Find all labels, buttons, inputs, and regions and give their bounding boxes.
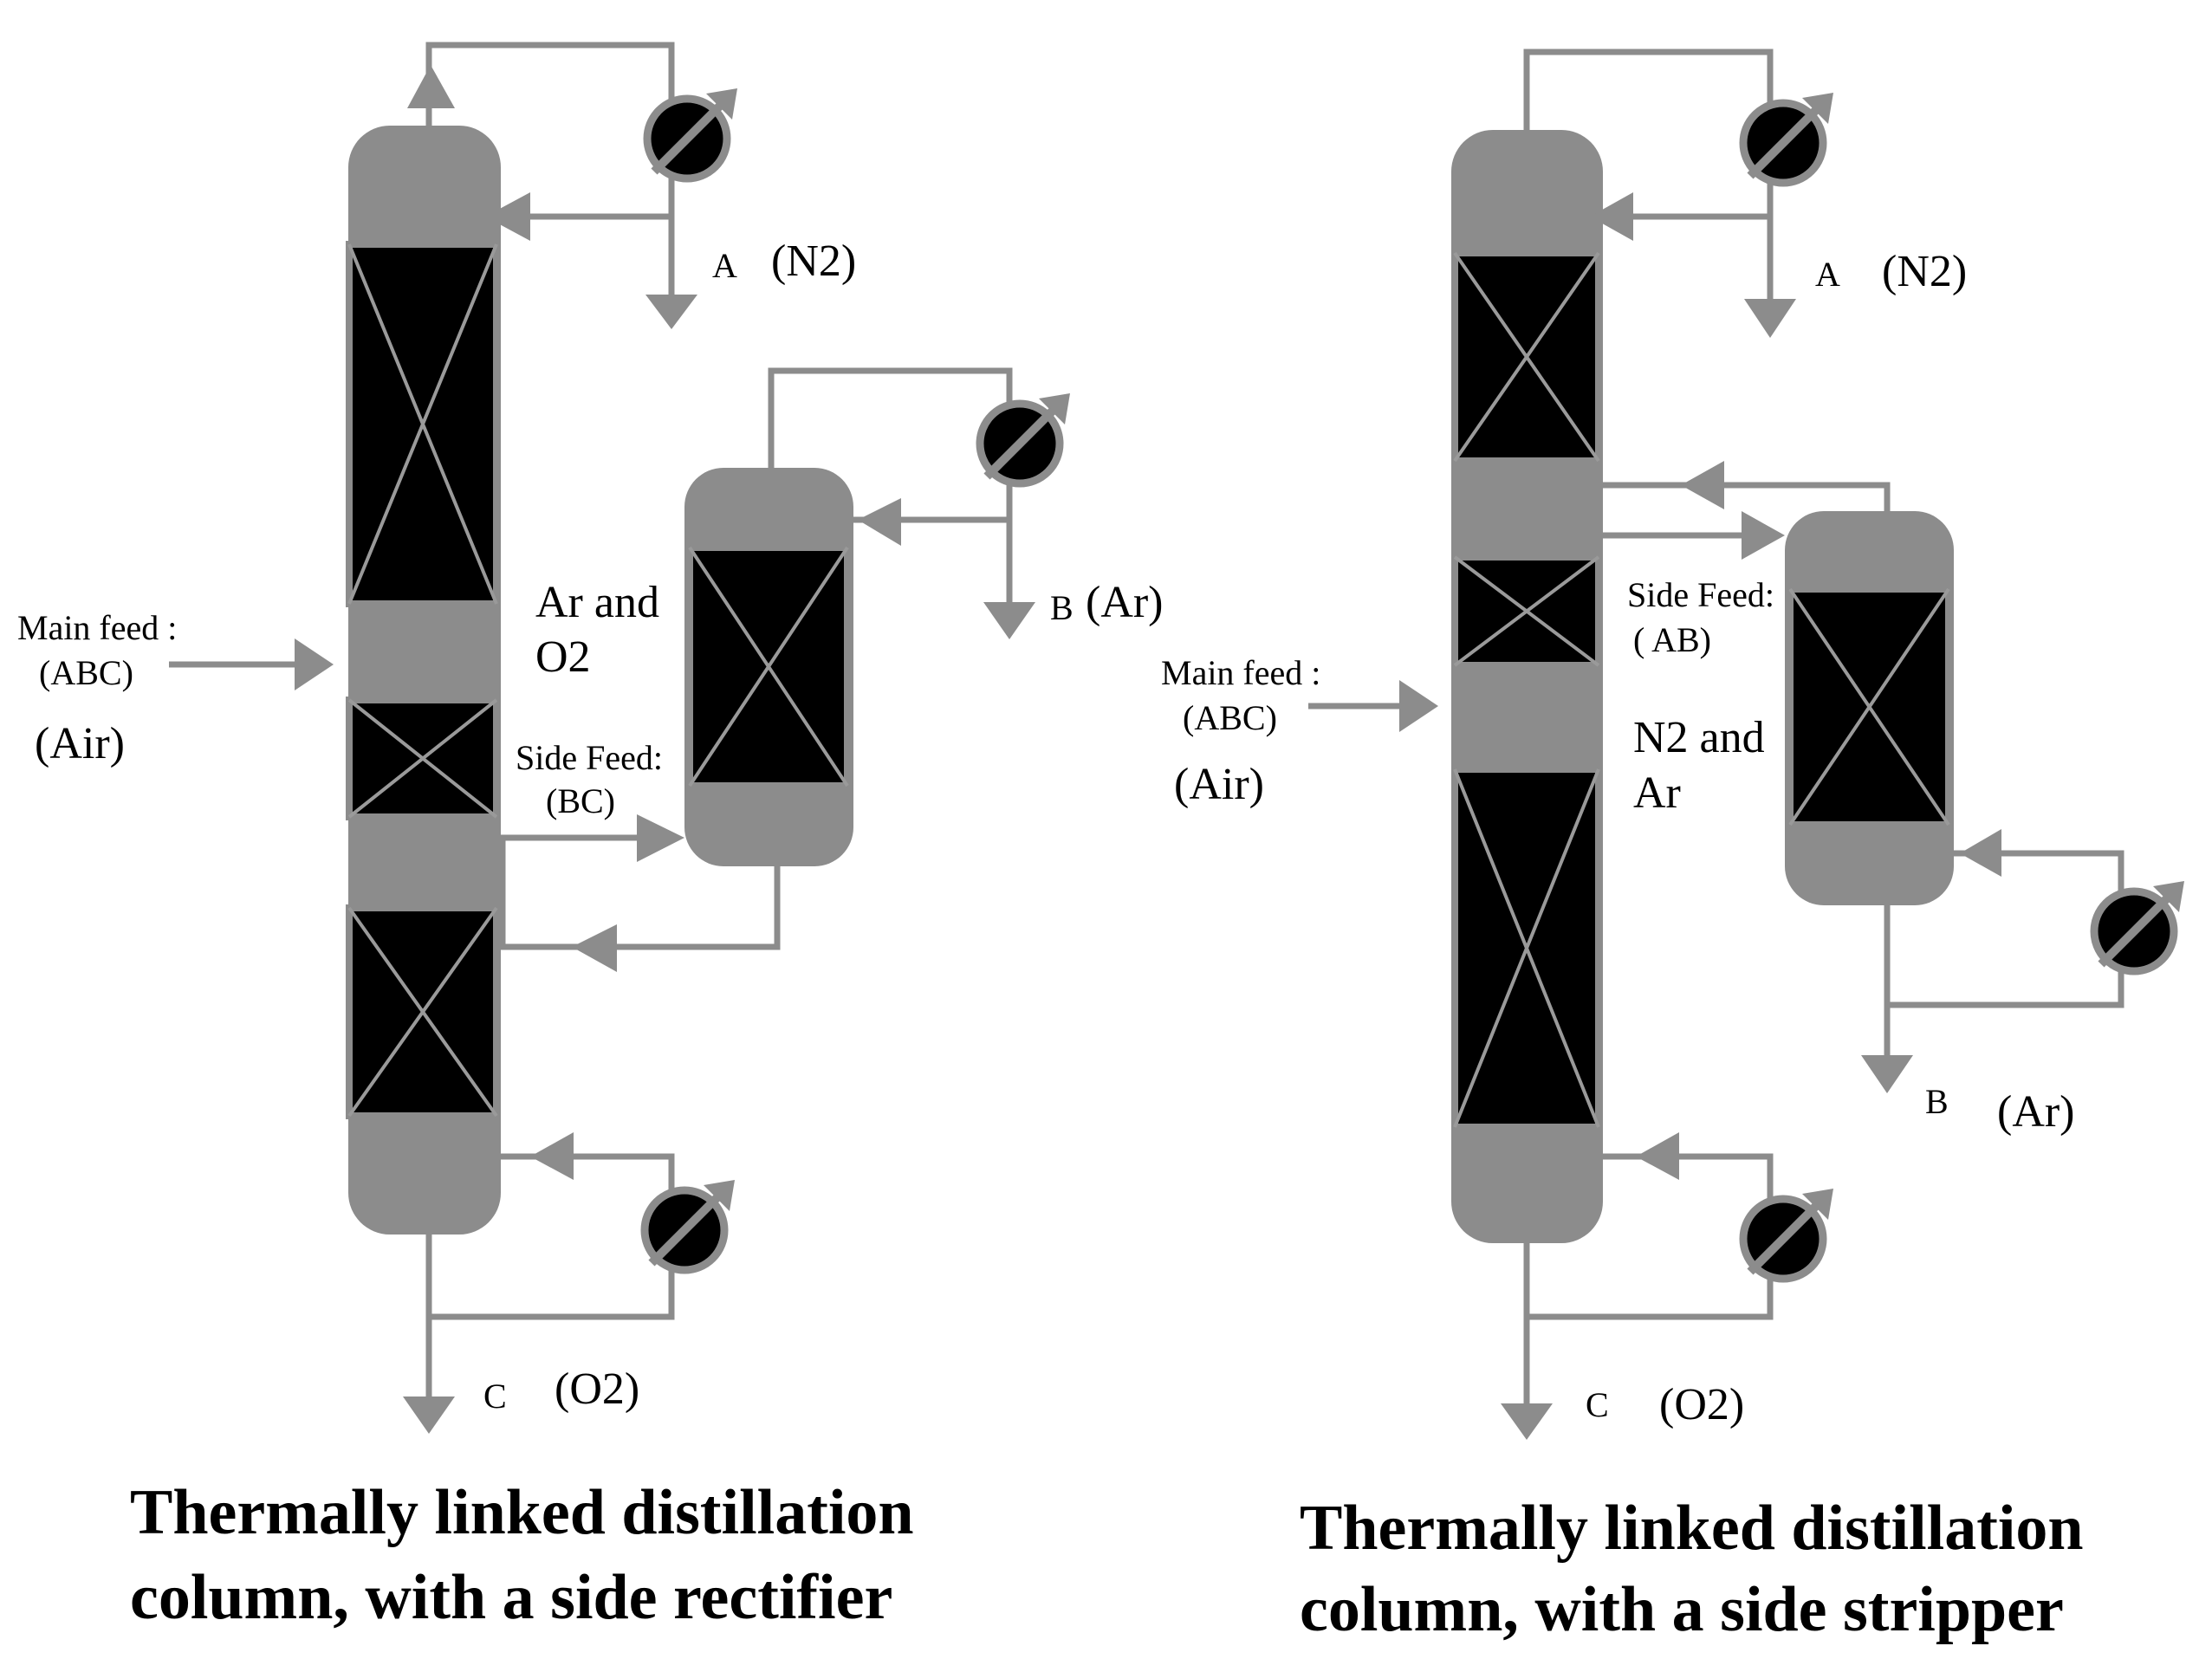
right-vapor-line2: Ar [1633, 768, 1681, 818]
right-stream-b-label: B [1925, 1082, 1949, 1121]
left-side-feed-comp: (BC) [546, 781, 615, 820]
left-main-feed-comp: (ABC) [39, 653, 133, 692]
right-main-feed-air: (Air) [1174, 760, 1264, 809]
right-stream-a-comp: (N2) [1882, 247, 1967, 296]
right-side-feed-comp: ( AB) [1633, 620, 1711, 659]
left-stream-c-comp: (O2) [555, 1364, 639, 1414]
left-vapor-line1: Ar and [535, 578, 659, 627]
right-vapor-line1: N2 and [1633, 713, 1765, 762]
left-stream-a-label: A [712, 246, 737, 285]
right-stream-c-label: C [1586, 1385, 1609, 1424]
right-stream-b-comp: (Ar) [1997, 1087, 2075, 1137]
right-scheme [1308, 49, 2124, 1440]
left-side-condenser-icon [980, 393, 1070, 483]
left-side-feed-label: Side Feed: [516, 738, 663, 777]
left-main-feed-label: Main feed : [17, 608, 177, 647]
left-main-feed-air: (Air) [35, 719, 125, 768]
right-title-line2: column, with a side stripper [1300, 1574, 2064, 1645]
left-vapor-line2: O2 [535, 632, 591, 682]
right-stream-c-comp: (O2) [1659, 1380, 1744, 1429]
right-main-feed-label: Main feed : [1161, 653, 1320, 692]
right-condenser-icon [1743, 93, 1833, 183]
right-side-reboiler-icon [2094, 881, 2184, 971]
left-stream-c-label: C [483, 1377, 507, 1416]
right-side-feed-label: Side Feed: [1627, 575, 1774, 614]
left-title-line1: Thermally linked distillation [130, 1477, 914, 1548]
left-stream-a-comp: (N2) [771, 237, 856, 286]
right-title-line1: Thermally linked distillation [1300, 1493, 2084, 1564]
left-condenser-icon [647, 88, 737, 178]
right-main-feed-comp: (ABC) [1183, 698, 1277, 737]
left-reboiler-icon [645, 1180, 735, 1270]
right-reboiler-icon [1743, 1189, 1833, 1279]
left-scheme [169, 42, 1035, 1434]
left-stream-b-comp: (Ar) [1086, 578, 1164, 627]
left-title-line2: column, with a side rectifier [130, 1562, 892, 1633]
right-stream-a-label: A [1815, 255, 1840, 294]
left-stream-b-label: B [1050, 588, 1074, 627]
